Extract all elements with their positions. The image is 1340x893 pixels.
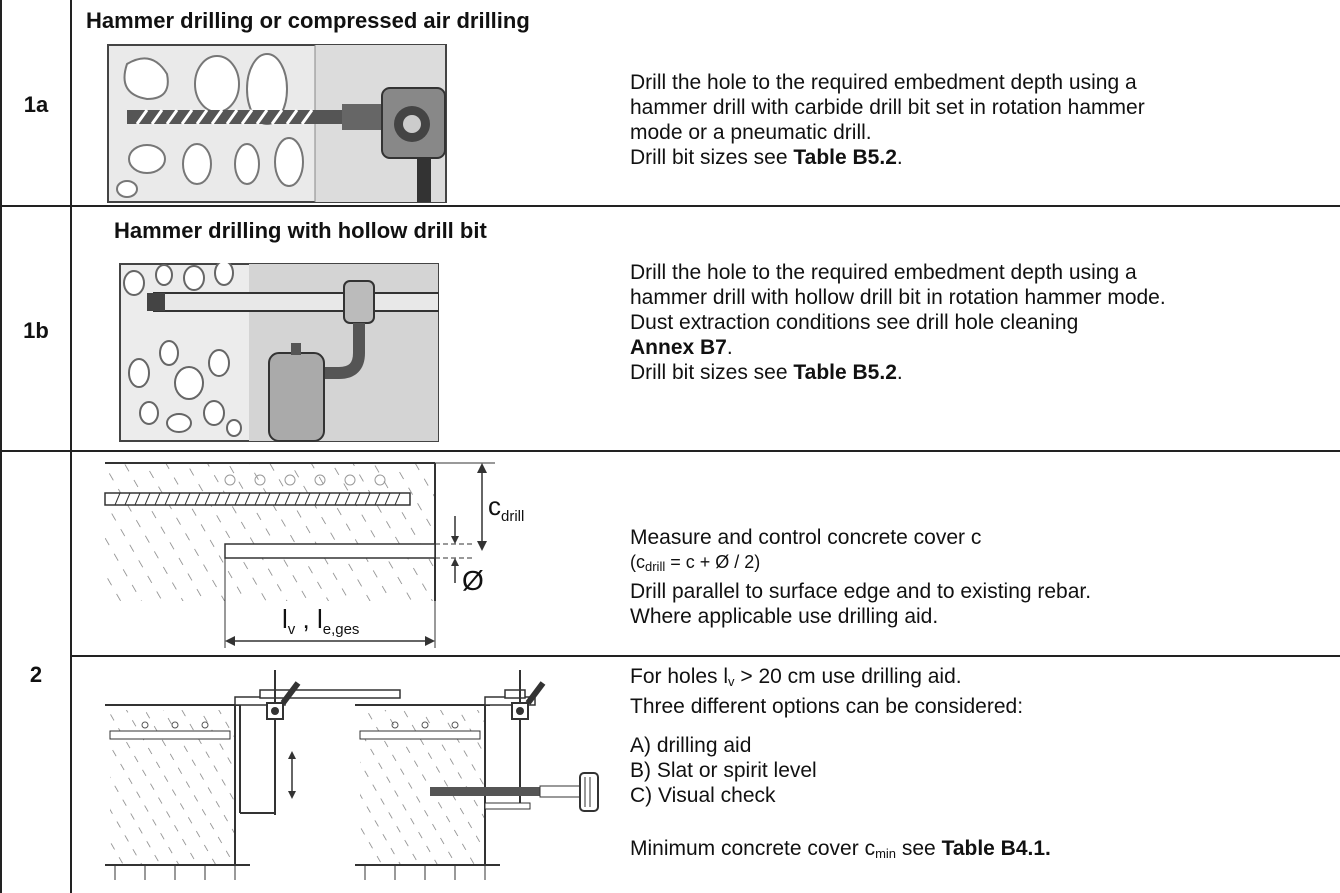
min-sub: min bbox=[875, 846, 897, 861]
heading-1a: Hammer drilling or compressed air drilli… bbox=[86, 8, 530, 33]
desc-1b-line-1: Drill the hole to the required embedment… bbox=[630, 261, 1137, 284]
ref-prefix: Drill bit sizes see bbox=[630, 361, 794, 384]
desc-1a-line-3: mode or a pneumatic drill. bbox=[630, 121, 872, 144]
cover-line: Measure and control concrete cover c bbox=[630, 526, 982, 549]
left-outer-border bbox=[0, 0, 2, 893]
row-divider-1b-2 bbox=[0, 450, 1340, 452]
description-2-cover: Measure and control concrete cover c (cd… bbox=[630, 525, 1091, 629]
aid-post: > 20 cm use drilling aid. bbox=[734, 665, 962, 688]
lv-sub: v bbox=[288, 621, 296, 638]
annex-b7-ref: Annex B7 bbox=[630, 336, 727, 359]
heading-1b: Hammer drilling with hollow drill bit bbox=[114, 218, 487, 243]
subrow-divider-2 bbox=[72, 655, 1340, 657]
left-border bbox=[70, 0, 72, 893]
length-sep: , bbox=[295, 604, 317, 634]
formula-post: = c + Ø / 2) bbox=[665, 552, 761, 572]
min-mid: see bbox=[896, 837, 942, 860]
diameter-label: Ø bbox=[462, 565, 484, 596]
aid-sub: v bbox=[728, 674, 735, 689]
parallel-line: Drill parallel to surface edge and to ex… bbox=[630, 580, 1092, 603]
table-b41-ref: Table B4.1. bbox=[941, 837, 1051, 860]
hollow-drill-illustration bbox=[119, 263, 439, 442]
aid-line: For holes lv > 20 cm use drilling aid. bbox=[630, 664, 1051, 694]
row-label-2: 2 bbox=[29, 662, 43, 687]
options-intro: Three different options can be considere… bbox=[630, 695, 1024, 718]
option-c: C) Visual check bbox=[630, 784, 776, 807]
concrete-cover-diagram: cdrill Ø lv , le,ges bbox=[104, 462, 524, 648]
desc-1b-annex: Annex B7. bbox=[630, 335, 1166, 360]
drilling-aid-line: Where applicable use drilling aid. bbox=[630, 605, 939, 628]
drilling-aid-illustration bbox=[105, 670, 599, 880]
min-cover-line: Minimum concrete cover cmin see Table B4… bbox=[630, 836, 1051, 866]
annex-suffix: . bbox=[726, 336, 733, 359]
row-label-1b: 1b bbox=[23, 318, 49, 343]
description-2-drilling-aid: For holes lv > 20 cm use drilling aid. T… bbox=[630, 664, 1051, 866]
c-drill-sub: drill bbox=[501, 508, 524, 525]
le-main: l bbox=[317, 604, 323, 634]
table-b52-ref: Table B5.2 bbox=[793, 146, 897, 169]
aid-pre: For holes l bbox=[630, 665, 729, 688]
description-1b: Drill the hole to the required embedment… bbox=[630, 260, 1166, 385]
cover-formula: (cdrill = c + Ø / 2) bbox=[630, 550, 1091, 579]
ref-prefix: Drill bit sizes see bbox=[630, 146, 794, 169]
hammer-drill-illustration bbox=[107, 44, 447, 203]
description-1a: Drill the hole to the required embedment… bbox=[630, 70, 1145, 170]
c-drill-main: c bbox=[488, 491, 501, 521]
desc-1b-line-3: Dust extraction conditions see drill hol… bbox=[630, 311, 1079, 334]
row-divider-1a-1b bbox=[0, 205, 1340, 207]
desc-1b-line-2: hammer drill with hollow drill bit in ro… bbox=[630, 286, 1166, 309]
table-b52-ref: Table B5.2 bbox=[793, 361, 897, 384]
le-sub: e,ges bbox=[323, 621, 360, 638]
formula-sub: drill bbox=[645, 559, 666, 574]
desc-1b-ref: Drill bit sizes see Table B5.2. bbox=[630, 360, 1166, 385]
ref-suffix: . bbox=[896, 146, 903, 169]
lv-main: l bbox=[282, 604, 288, 634]
min-pre: Minimum concrete cover c bbox=[630, 837, 876, 860]
c-drill-label: cdrill bbox=[488, 491, 524, 525]
desc-1a-ref: Drill bit sizes see Table B5.2. bbox=[630, 145, 1145, 170]
row-label-1a: 1a bbox=[23, 92, 49, 117]
formula-pre: (c bbox=[630, 552, 645, 572]
ref-suffix: . bbox=[896, 361, 903, 384]
desc-1a-line-2: hammer drill with carbide drill bit set … bbox=[630, 96, 1145, 119]
desc-1a-line-1: Drill the hole to the required embedment… bbox=[630, 71, 1137, 94]
option-a: A) drilling aid bbox=[630, 734, 752, 757]
option-b: B) Slat or spirit level bbox=[630, 759, 817, 782]
length-label: lv , le,ges bbox=[282, 604, 359, 638]
